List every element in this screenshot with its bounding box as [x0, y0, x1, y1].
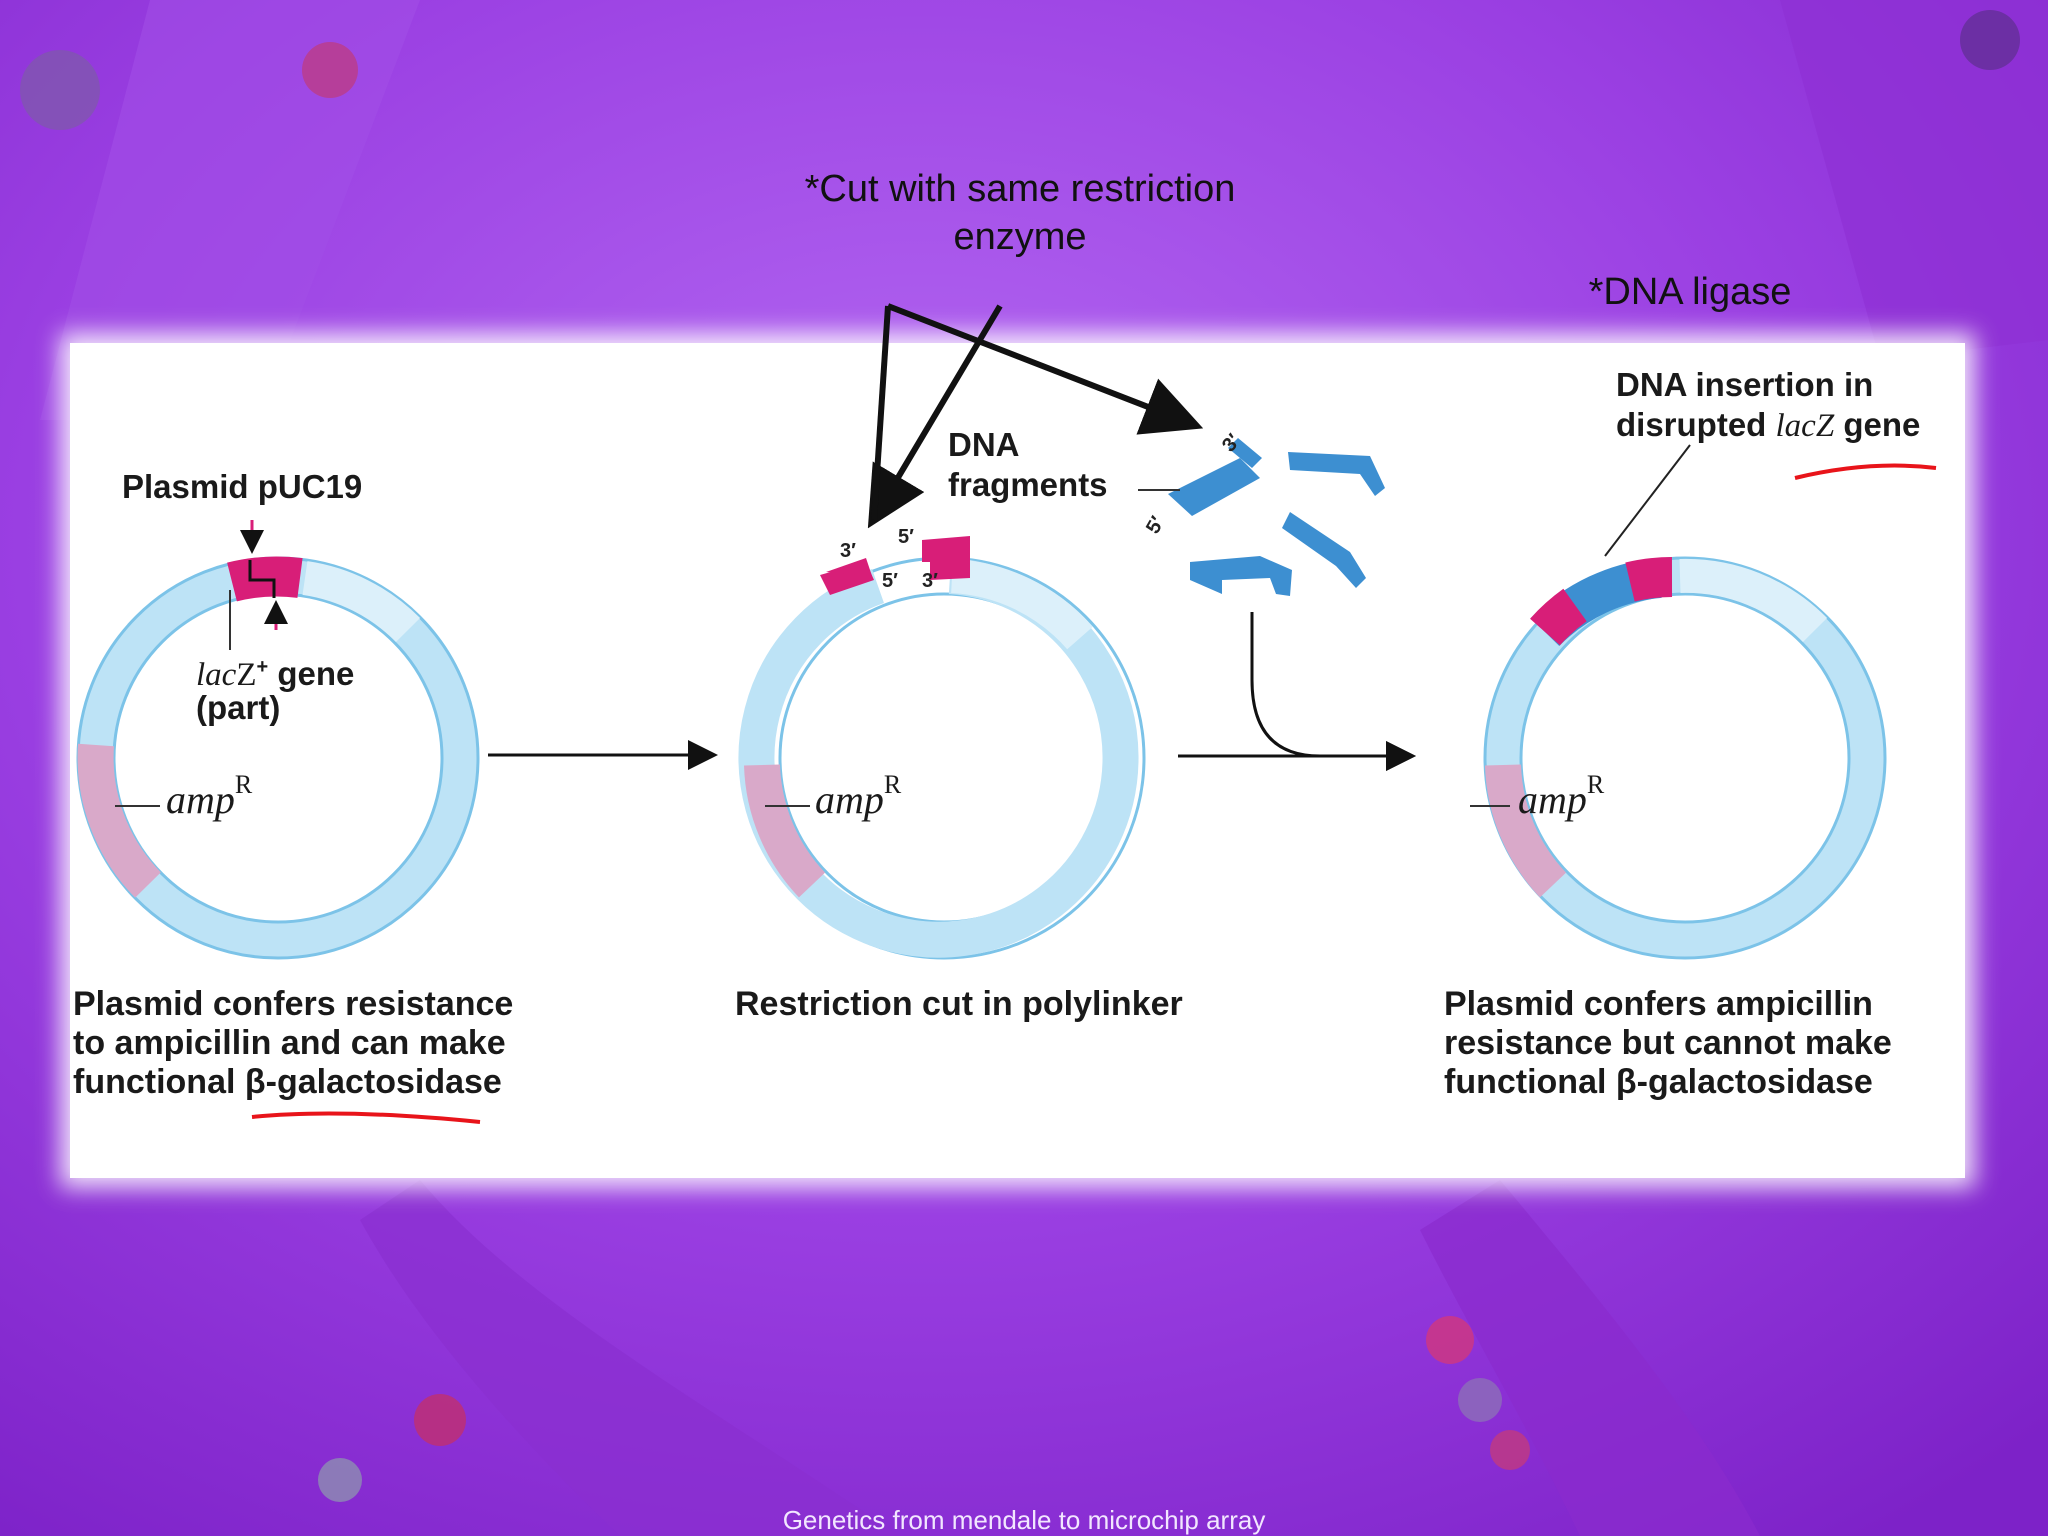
- amp-sup-middle: R: [883, 770, 902, 799]
- insertion-lacz-text: lacZ: [1775, 408, 1835, 444]
- caption-right-line-3: functional β-galactosidase: [1444, 1063, 1873, 1101]
- red-underline-lacz: [1794, 463, 1937, 480]
- caption-right-line-1: Plasmid confers ampicillin: [1444, 985, 1873, 1023]
- slide-footer: Genetics from mendale to microchip array: [782, 1505, 1266, 1535]
- end-5prime-a: 5′: [898, 526, 914, 548]
- lacz-lac-text: lac: [196, 657, 237, 693]
- plasmid-right: [1470, 444, 1887, 960]
- insertion-text-a: disrupted: [1616, 406, 1776, 443]
- amp-label-right: ampR: [1518, 770, 1604, 823]
- plasmid-middle: [738, 536, 1146, 960]
- amp-label-middle: ampR: [815, 770, 901, 823]
- red-underline-galactosidase: [251, 1111, 481, 1124]
- lacz-gene-label: lacZ+ gene: [196, 647, 354, 695]
- caption-right-line-2: resistance but cannot make: [1444, 1024, 1892, 1062]
- lacz-sup-text: +: [256, 656, 269, 678]
- lacz-z-text: Z: [236, 657, 257, 693]
- amp-sup-left: R: [234, 770, 253, 799]
- cut-enzyme-note: *Cut with same restriction enzyme: [804, 168, 1236, 258]
- caption-middle: Restriction cut in polylinker: [735, 985, 1183, 1023]
- caption-left-line-1: Plasmid confers resistance: [73, 985, 514, 1023]
- insertion-label-1: DNA insertion in: [1616, 366, 1874, 403]
- insertion-arrow: [1250, 612, 1416, 771]
- dna-fragments: [1138, 438, 1385, 596]
- plasmid-left: [76, 520, 480, 960]
- lacz-part-label: (part): [196, 689, 281, 726]
- end-5prime-b: 5′: [882, 570, 898, 592]
- amp-text-left: amp: [166, 777, 235, 822]
- end-3prime-a: 3′: [840, 540, 856, 562]
- caption-left-line-2: to ampicillin and can make: [73, 1024, 506, 1062]
- enzyme-cut-arrows: [867, 303, 1204, 529]
- amp-text-right: amp: [1518, 777, 1587, 822]
- end-3prime-b: 3′: [922, 570, 938, 592]
- amp-text-middle: amp: [815, 777, 884, 822]
- amp-label-left: ampR: [166, 770, 252, 823]
- dna-fragments-label-2: fragments: [948, 466, 1108, 503]
- plasmid-puc19-label: Plasmid pUC19: [122, 468, 363, 505]
- insertion-text-b: gene: [1834, 406, 1921, 443]
- insertion-label-2: disrupted lacZ gene: [1616, 405, 1920, 446]
- dna-fragments-label-1: DNA: [948, 426, 1020, 463]
- diagram-panel: [70, 343, 1965, 1178]
- dna-ligase-note: *DNA ligase: [1588, 271, 1792, 313]
- caption-left-line-3: functional β-galactosidase: [73, 1063, 502, 1101]
- lacz-rest-text: gene: [268, 655, 355, 692]
- amp-sup-right: R: [1586, 770, 1605, 799]
